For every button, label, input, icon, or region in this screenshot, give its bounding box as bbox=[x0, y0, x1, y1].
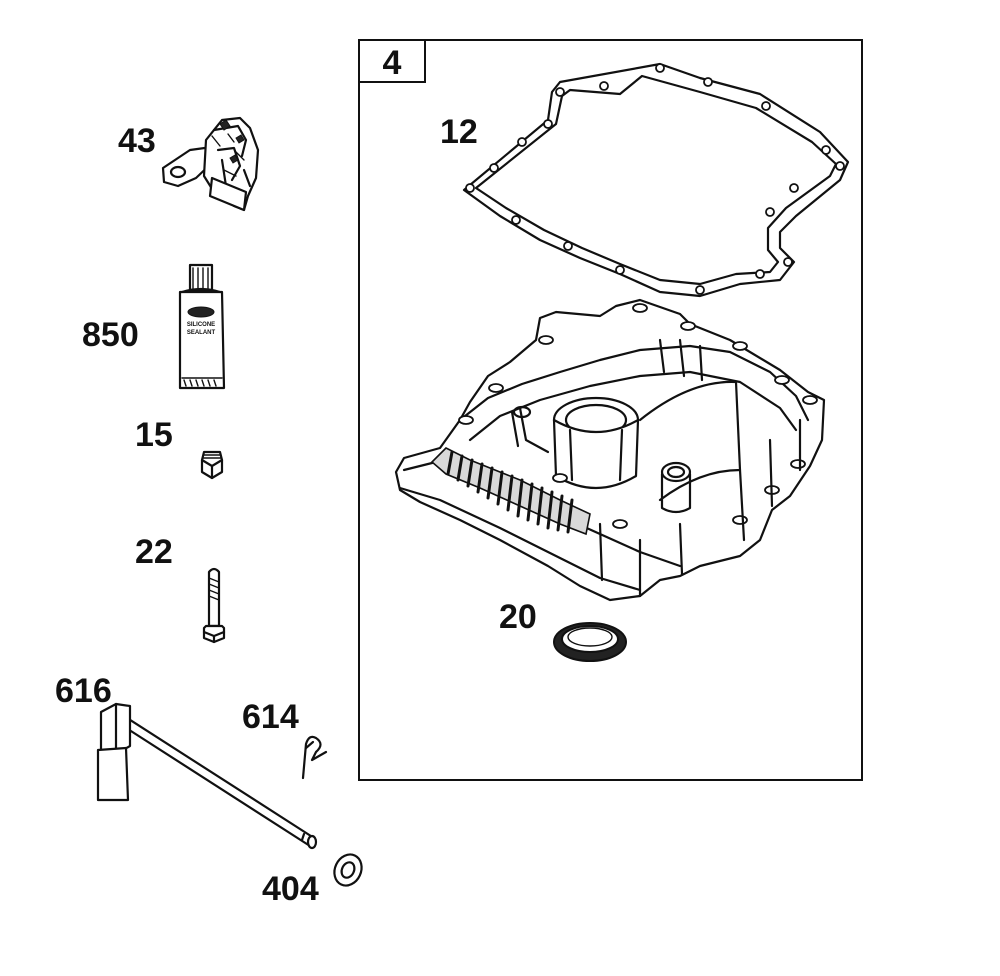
label-404: 404 bbox=[262, 870, 319, 908]
shaft-with-bracket-drawing bbox=[96, 702, 318, 850]
assembly-frame bbox=[358, 39, 863, 781]
silicone-sealant-tube-drawing: SILICONE SEALANT bbox=[178, 263, 226, 390]
washer-drawing bbox=[333, 853, 363, 887]
assembly-number: 4 bbox=[383, 44, 402, 82]
screw-drawing bbox=[202, 567, 226, 644]
label-43: 43 bbox=[118, 122, 156, 160]
label-20: 20 bbox=[499, 598, 537, 636]
hairpin-clip-drawing bbox=[301, 735, 328, 780]
label-614: 614 bbox=[242, 698, 299, 736]
gasket-drawing bbox=[462, 62, 850, 298]
label-22: 22 bbox=[135, 533, 173, 571]
bracket-assembly-drawing bbox=[161, 116, 260, 212]
sump-drawing bbox=[394, 298, 826, 602]
tube-text-line-1: SILICONE bbox=[187, 322, 215, 328]
oil-seal-drawing bbox=[553, 622, 627, 662]
label-15: 15 bbox=[135, 416, 173, 454]
assembly-number-box bbox=[358, 39, 426, 83]
label-12: 12 bbox=[440, 113, 478, 151]
plug-drawing bbox=[200, 450, 224, 480]
label-616: 616 bbox=[55, 672, 112, 710]
label-850: 850 bbox=[82, 316, 139, 354]
tube-text-line-2: SEALANT bbox=[187, 330, 216, 336]
